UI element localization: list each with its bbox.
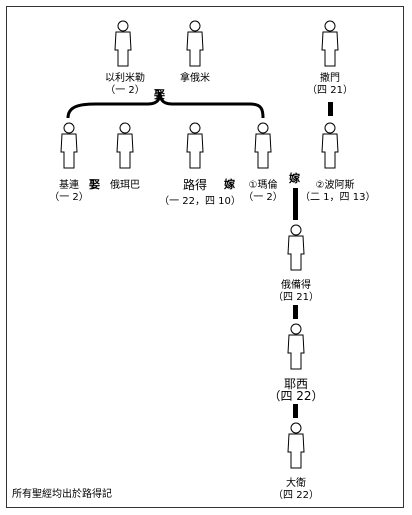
person-icon-naomi: [186, 20, 204, 67]
label-elimelech: 以利米勒（一 2）: [105, 73, 145, 96]
descent-bar-jesse-david: [293, 404, 298, 418]
label-chilion: 基連（一 2）: [49, 180, 89, 203]
label-naomi: 拿俄米: [180, 73, 210, 84]
descent-bar-obed-jesse: [293, 305, 298, 319]
label-obed: 俄備得（四 21）: [273, 280, 319, 303]
person-icon-boaz: [321, 122, 339, 169]
label-mahlon: ①瑪倫（一 2）: [243, 180, 283, 203]
ruth-marry-label-1: 嫁: [224, 178, 235, 191]
person-icon-chilion: [60, 122, 78, 169]
person-icon-obed: [287, 224, 305, 271]
label-salmon: 撒門（四 21）: [307, 73, 353, 96]
marry-label-chilion: 娶: [89, 178, 100, 191]
person-icon-elimelech: [114, 20, 132, 67]
diagram-frame: [6, 6, 404, 508]
label-orpah: 俄珥巴: [110, 180, 140, 191]
label-jesse: 耶西（四 22）: [268, 377, 324, 403]
label-ruth-ref: （一 22，四 10）: [159, 196, 241, 207]
label-david: 大衛（四 22）: [273, 478, 319, 501]
footnote: 所有聖經均出於路得記: [12, 489, 112, 500]
person-icon-mahlon: [254, 122, 272, 169]
person-icon-jesse: [287, 323, 305, 370]
ruth-marry-label-2: 嫁: [289, 172, 300, 185]
descent-bar-salmon-boaz: [328, 102, 333, 116]
person-icon-orpah: [116, 122, 134, 169]
person-icon-david: [287, 422, 305, 469]
marry-label-top: 娶: [154, 88, 165, 101]
person-icon-salmon: [321, 20, 339, 67]
label-ruth: 路得: [182, 178, 207, 192]
descent-bar-ruth-obed: [293, 188, 298, 220]
person-icon-ruth: [186, 122, 204, 169]
family-bracket: [66, 91, 265, 119]
label-boaz: ②波阿斯（二 1，四 13）: [300, 180, 376, 203]
